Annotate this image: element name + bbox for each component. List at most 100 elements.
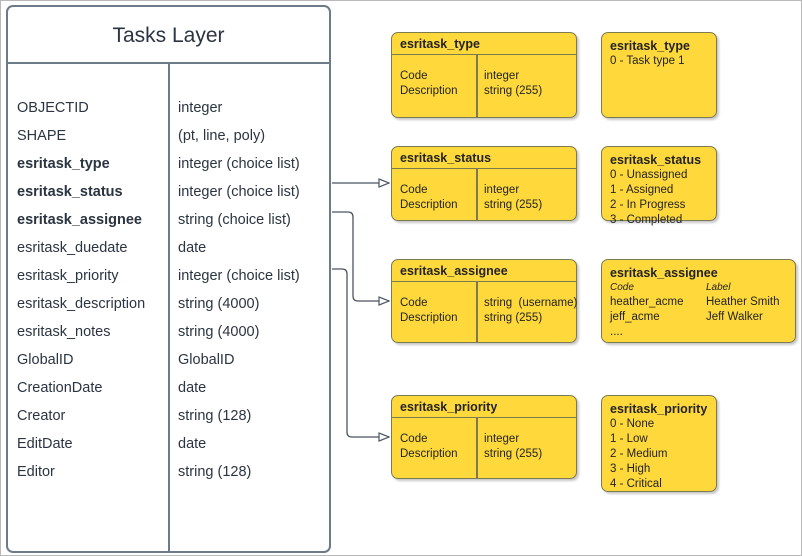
connector-assignee [332,211,389,301]
value-list-esritask-priority[interactable]: esritask_priority 0 - None 1 - Low 2 - Med… [601,395,717,492]
value-list-item: 3 - Completed [610,214,683,226]
column-divider [168,64,170,551]
field-name: GlobalID [17,352,74,368]
field-row: esritask_description string (4000) [8,290,329,318]
field-name: esritask_priority [17,268,119,284]
domain-table-title: esritask_type [392,33,576,55]
value-list-items: 0 - None 1 - Low 2 - Medium 3 - High 4 - Cri… [610,417,708,492]
field-type: date [178,380,207,396]
value-list-title: esritask_type [610,39,690,53]
field-type: date [178,240,207,256]
domain-column-divider [476,169,478,220]
field-name: esritask_description [17,296,146,312]
value-list-esritask-assignee[interactable]: esritask_assignee Code Label heather_acm… [601,259,796,343]
field-type: string (128) [178,464,252,480]
field-row: esritask_assignee string (choice list) [8,206,329,234]
value-list-subheader: Code Label [610,281,787,295]
field-name: Creator [17,408,66,424]
field-name: OBJECTID [17,100,89,116]
field-type: string (128) [178,408,252,424]
domain-column-divider [476,55,478,117]
field-row: esritask_duedate date [8,234,329,262]
field-name: SHAPE [17,128,67,144]
value-code: .... [610,326,623,338]
field-type: string (4000) [178,324,260,340]
value-list-item: 3 - High [610,463,651,475]
field-type: GlobalID [178,352,235,368]
domain-column-divider [476,418,478,478]
field-row: esritask_status integer (choice list) [8,178,329,206]
field-name: esritask_assignee [17,212,142,228]
field-row: esritask_notes string (4000) [8,318,329,346]
value-label: Heather Smith [706,296,780,308]
field-row: OBJECTID integer [8,94,329,122]
field-row: EditDate date [8,430,329,458]
field-name: esritask_status [17,184,123,200]
label-column-header: Label [706,282,731,293]
field-name: EditDate [17,436,73,452]
value-label: Jeff Walker [706,311,763,323]
value-list-item: 0 - Unassigned [610,169,688,181]
value-list-title: esritask_assignee [610,266,718,280]
field-row: Editor string (128) [8,458,329,486]
field-type: string (4000) [178,296,260,312]
field-row: Creator string (128) [8,402,329,430]
domain-table-title: esritask_priority [392,396,576,418]
field-type: integer (choice list) [178,184,300,200]
value-list-item: 1 - Low [610,433,648,445]
value-list-items: 0 - Task type 1 [610,54,708,69]
domain-table-title: esritask_status [392,147,576,169]
domain-table-title: esritask_assignee [392,260,576,282]
value-list-item: 0 - None [610,418,655,430]
field-type: integer [178,100,223,116]
field-row: SHAPE (pt, line, poly) [8,122,329,150]
field-type: integer (choice list) [178,156,300,172]
field-name: CreationDate [17,380,103,396]
value-code: jeff_acme [610,311,660,323]
domain-field-types: string (username)string (255) [484,297,578,324]
field-name: esritask_duedate [17,240,128,256]
field-type: string (choice list) [178,212,291,228]
value-list-item: 4 - Critical [610,478,662,490]
field-name: Editor [17,464,55,480]
field-type: (pt, line, poly) [178,128,266,144]
field-type: date [178,436,207,452]
field-name: esritask_notes [17,324,111,340]
value-list-item: 2 - Medium [610,448,668,460]
value-list-item: 1 - Assigned [610,184,674,196]
field-row: esritask_type integer (choice list) [8,150,329,178]
value-list-esritask-type[interactable]: esritask_type 0 - Task type 1 [601,32,717,118]
value-list-title: esritask_status [610,153,702,167]
value-list-row: jeff_acme Jeff Walker [610,310,787,325]
value-list-esritask-status[interactable]: esritask_status 0 - Unassigned 1 - Assign… [601,146,717,226]
code-column-header: Code [610,282,634,293]
value-list-item: 0 - Task type 1 [610,55,685,67]
value-list-row: .... [610,325,787,340]
value-list-item: 2 - In Progress [610,199,686,211]
field-name: esritask_type [17,156,110,172]
field-row: CreationDate date [8,374,329,402]
value-list-title: esritask_priority [610,402,708,416]
field-row: GlobalID GlobalID [8,346,329,374]
connector-priority [332,268,389,437]
